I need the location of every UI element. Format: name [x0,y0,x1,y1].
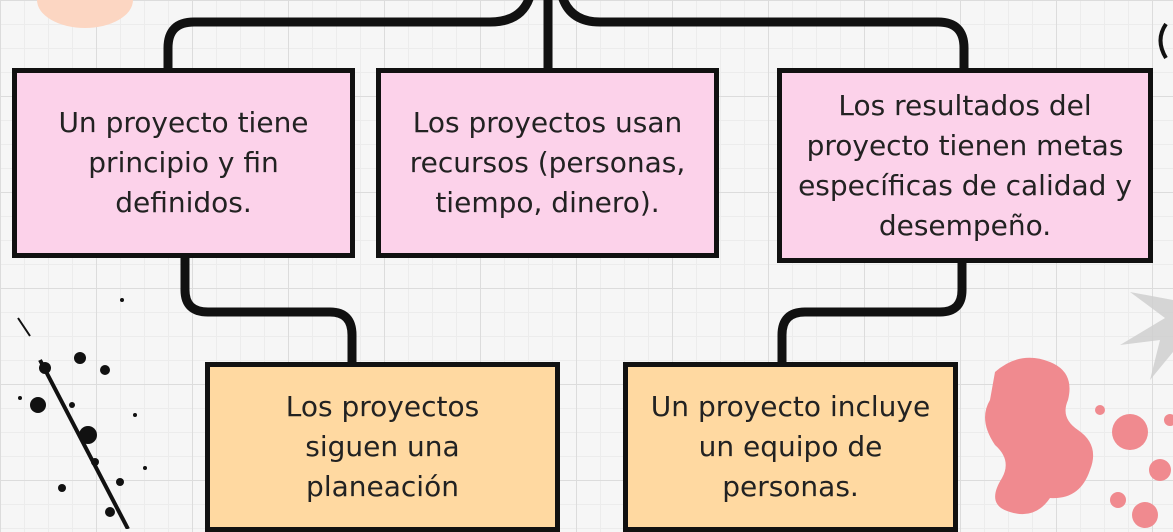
concept-box-text: Los proyectos siguen una planeación [285,390,480,503]
concept-box-resources: Los proyectos usan recursos (personas, t… [376,68,719,258]
ink-splatter-decoration [17,298,147,529]
concept-box-team: Un proyecto incluye un equipo de persona… [623,362,958,532]
concept-box-text: Un proyecto incluye un equipo de persona… [650,390,931,503]
concept-box-start-end: Un proyecto tiene principio y fin defini… [12,68,355,258]
grey-brush-decoration [1120,292,1173,380]
concept-box-planning: Los proyectos siguen una planeación [205,362,560,532]
connector-box-3-to-box-5 [777,263,967,362]
concept-box-text: Los resultados del proyecto tienen metas… [798,88,1132,242]
concept-box-text: Los proyectos usan recursos (personas, t… [409,106,686,219]
coral-paint-splash [985,357,1173,528]
bracket-decoration [1158,22,1168,60]
concept-box-quality-goals: Los resultados del proyecto tienen metas… [777,68,1153,263]
concept-box-text: Un proyecto tiene principio y fin defini… [58,106,309,219]
connector-root-to-box-3 [558,0,969,68]
connector-box-1-to-box-4 [180,258,357,362]
peach-blob-decoration [37,0,133,28]
connector-root-to-box-1 [163,0,534,68]
